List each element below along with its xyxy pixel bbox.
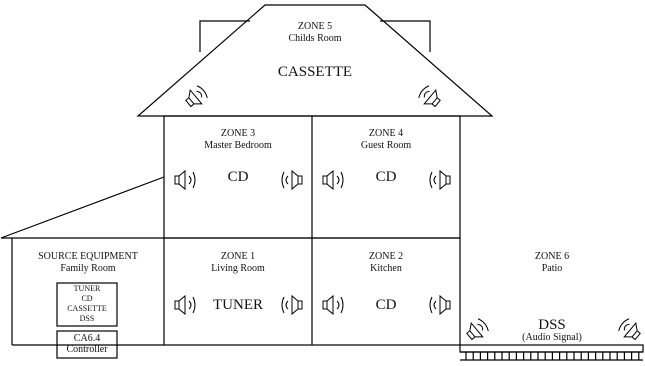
right-chimney	[380, 20, 431, 52]
zone6-label: ZONE 6 Patio	[502, 251, 602, 275]
zone2-source: CD	[375, 297, 397, 313]
roof	[136, 4, 494, 117]
zone5-name: ZONE 5	[297, 21, 333, 32]
zone4-source: CD	[375, 169, 397, 185]
zone1-name: ZONE 1	[220, 251, 256, 262]
annex-roof	[0, 176, 165, 239]
zone2-name: ZONE 2	[368, 251, 404, 262]
speaker-icon	[185, 85, 208, 108]
equipment-item: TUNER	[73, 284, 101, 293]
zone3-room: Master Bedroom	[204, 140, 272, 151]
speaker-icon	[429, 294, 451, 316]
zone5-room: Childs Room	[288, 33, 342, 44]
zone5-source: CASSETTE	[277, 64, 353, 80]
zone6-source-note: (Audio Signal)	[522, 332, 582, 343]
zone4-room: Guest Room	[360, 140, 412, 151]
equipment-item: CD	[81, 294, 93, 303]
equipment-item: CASSETTE	[67, 304, 107, 313]
zone2-room: Kitchen	[370, 263, 402, 274]
speaker-icon	[322, 294, 344, 316]
lower-floor	[163, 237, 461, 346]
zone3-label: ZONE 3 Master Bedroom	[178, 128, 298, 152]
speaker-icon	[174, 294, 196, 316]
controller-text: Controller	[66, 344, 108, 355]
zone3-name: ZONE 3	[220, 128, 256, 139]
controller-box	[56, 330, 118, 359]
zone4-label: ZONE 4 Guest Room	[326, 128, 446, 152]
speaker-icon	[418, 85, 441, 108]
speaker-icon	[618, 318, 641, 341]
speaker-icon	[281, 169, 303, 191]
zone3-source: CD	[227, 169, 249, 185]
source-room-name: Family Room	[60, 263, 116, 274]
zone5-label: ZONE 5 Childs Room	[270, 21, 360, 45]
zone4-name: ZONE 4	[368, 128, 404, 139]
controller-label: CA6.4 Controller	[57, 333, 117, 355]
equipment-item: DSS	[79, 314, 95, 323]
speaker-icon	[174, 169, 196, 191]
zone1-label: ZONE 1 Living Room	[178, 251, 298, 275]
zone6-room: Patio	[541, 263, 563, 274]
left-chimney	[199, 20, 250, 52]
source-room-title: SOURCE EQUIPMENT	[38, 251, 138, 262]
zone2-label: ZONE 2 Kitchen	[326, 251, 446, 275]
zone6-source: DSS	[538, 317, 566, 333]
controller-model: CA6.4	[73, 333, 101, 344]
source-room-label: SOURCE EQUIPMENT Family Room	[18, 251, 158, 275]
speaker-icon	[322, 169, 344, 191]
equipment-list: TUNER CD CASSETTE DSS	[57, 284, 117, 324]
zone1-source: TUNER	[213, 297, 263, 313]
zone6-name: ZONE 6	[534, 251, 570, 262]
speaker-icon	[281, 294, 303, 316]
deck-posts	[465, 352, 640, 360]
speaker-icon	[429, 169, 451, 191]
equipment-box	[56, 282, 118, 327]
speaker-icon	[466, 318, 489, 341]
patio-deck	[459, 344, 644, 361]
zone1-room: Living Room	[211, 263, 265, 274]
